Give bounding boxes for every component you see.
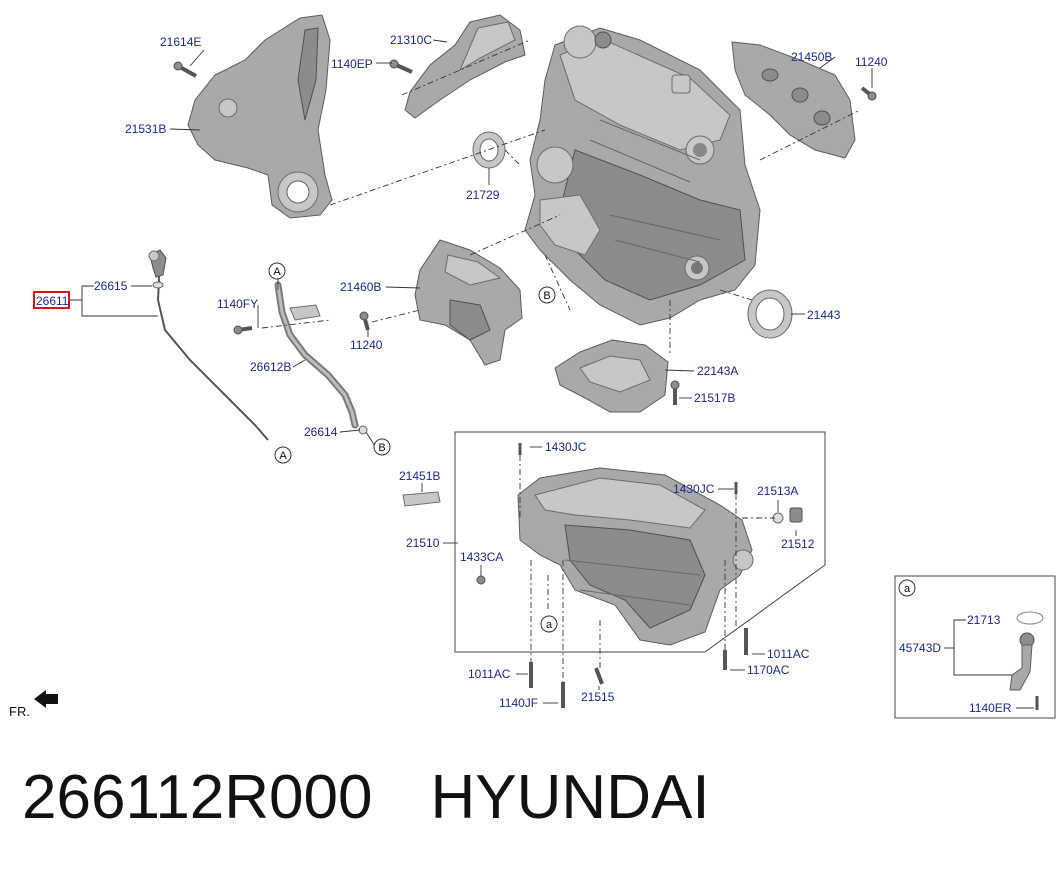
- bolt-11240-mid[interactable]: [359, 311, 370, 331]
- engine-block-assembly: [524, 25, 761, 326]
- marker-a-pan: a: [540, 615, 558, 633]
- baffle-22143A[interactable]: [554, 339, 669, 413]
- svg-text:A: A: [279, 450, 287, 462]
- callout-1140ER[interactable]: 1140ER: [969, 701, 1012, 715]
- oil-pan-21510[interactable]: [517, 467, 754, 646]
- assembly-lines: [261, 39, 861, 682]
- callout-26611[interactable]: 26611: [36, 294, 69, 308]
- bolt-21614E[interactable]: [173, 61, 197, 78]
- leader-lines: [70, 39, 1034, 709]
- bolt-11240-top[interactable]: [860, 86, 877, 101]
- marker-a-detail: a: [898, 579, 916, 597]
- part-number: 266112R000: [22, 763, 373, 832]
- belt-cover-part[interactable]: [404, 14, 526, 119]
- callout-21513A[interactable]: 21513A: [757, 484, 798, 498]
- callout-21531B[interactable]: 21531B: [125, 122, 166, 136]
- callout-1430JC-right[interactable]: 1430JC: [673, 482, 715, 496]
- parts-diagram: FR.: [9, 14, 1056, 719]
- svg-text:a: a: [546, 619, 553, 631]
- callout-1011AC-left[interactable]: 1011AC: [468, 667, 511, 681]
- callout-21443[interactable]: 21443: [807, 308, 841, 322]
- timing-cover-part[interactable]: [187, 14, 333, 219]
- callout-1430JC-left[interactable]: 1430JC: [545, 440, 587, 454]
- oring-21713[interactable]: [1016, 611, 1044, 625]
- callout-21460B[interactable]: 21460B: [340, 280, 381, 294]
- oring-26614[interactable]: [358, 425, 368, 435]
- bolt-21515[interactable]: [594, 667, 604, 685]
- marker-B-engine: B: [538, 286, 556, 304]
- bolt-1140FY[interactable]: [233, 325, 253, 335]
- callout-45743D[interactable]: 45743D: [899, 641, 941, 655]
- marker-B-left: B: [373, 438, 391, 456]
- callout-11240-top[interactable]: 11240: [855, 55, 888, 69]
- callout-21451B[interactable]: 21451B: [399, 469, 440, 483]
- footer-caption: 266112R000 HYUNDAI: [22, 762, 1042, 842]
- svg-text:A: A: [273, 266, 281, 278]
- drain-plug-21512[interactable]: [789, 507, 803, 523]
- callout-1140JF[interactable]: 1140JF: [499, 696, 538, 710]
- guide-tube-26612B[interactable]: [274, 281, 359, 429]
- callout-21713[interactable]: 21713: [967, 613, 1001, 627]
- highlight-box: [33, 291, 70, 309]
- callout-1140EP[interactable]: 1140EP: [331, 57, 373, 71]
- gasket-21451B[interactable]: [402, 491, 441, 507]
- callout-11240-mid[interactable]: 11240: [350, 338, 383, 352]
- callout-1170AC[interactable]: 1170AC: [747, 663, 790, 677]
- marker-A-bottom: A: [274, 446, 292, 464]
- callout-21310C[interactable]: 21310C: [390, 33, 432, 47]
- timing-cover-lower-21460B[interactable]: [414, 239, 523, 366]
- callout-1011AC-right[interactable]: 1011AC: [767, 647, 810, 661]
- callout-26612B[interactable]: 26612B: [250, 360, 291, 374]
- svg-text:B: B: [543, 290, 550, 302]
- callout-21517B[interactable]: 21517B: [694, 391, 735, 405]
- rear-oil-seal-21443[interactable]: [747, 289, 793, 339]
- bolt-21517B[interactable]: [670, 380, 680, 405]
- front-arrow-icon: [34, 690, 58, 708]
- heat-shield-21450B[interactable]: [731, 41, 856, 159]
- oil-pan-group-frame: [454, 431, 826, 653]
- bolt-1433CA[interactable]: [476, 575, 486, 585]
- callout-22143A[interactable]: 22143A: [697, 364, 738, 378]
- callout-21510[interactable]: 21510: [406, 536, 440, 550]
- svg-text:B: B: [378, 442, 385, 454]
- oil-level-gauge-26611[interactable]: [148, 249, 269, 441]
- callout-26615[interactable]: 26615: [94, 279, 128, 293]
- marker-A-top: A: [268, 262, 286, 280]
- dipstick-oring-26615[interactable]: [152, 281, 164, 289]
- callout-21614E[interactable]: 21614E: [160, 35, 201, 49]
- oil-level-sensor-45743D[interactable]: [1009, 632, 1035, 691]
- callout-1140FY[interactable]: 1140FY: [217, 297, 258, 311]
- callout-21729[interactable]: 21729: [466, 188, 500, 202]
- direction-label: FR.: [9, 704, 30, 719]
- callout-21512[interactable]: 21512: [781, 537, 815, 551]
- bolt-1140EP[interactable]: [389, 59, 413, 74]
- callout-1433CA[interactable]: 1433CA: [460, 550, 503, 564]
- callout-21515[interactable]: 21515: [581, 690, 615, 704]
- brand-name: HYUNDAI: [430, 763, 710, 832]
- svg-text:a: a: [904, 583, 911, 595]
- callout-26614[interactable]: 26614: [304, 425, 338, 439]
- detail-box-a: [894, 575, 1056, 719]
- callout-21450B[interactable]: 21450B: [791, 50, 832, 64]
